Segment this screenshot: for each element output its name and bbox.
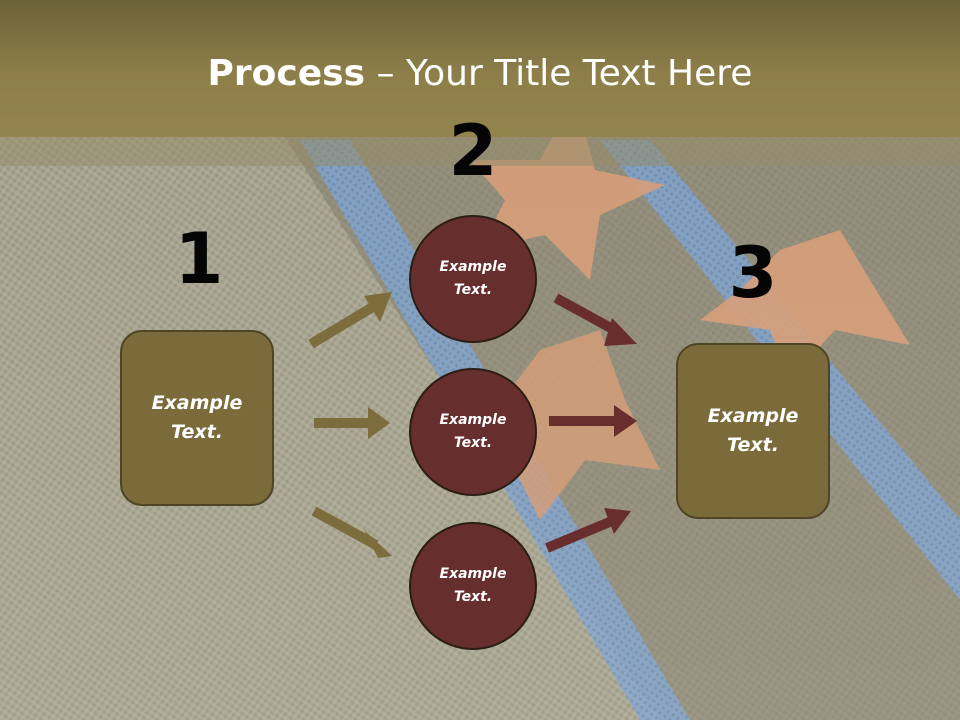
right-box-text: Example Text. — [707, 405, 799, 456]
top-process-circle: Example Text. — [409, 215, 537, 343]
top-circle-text: Example Text. — [439, 259, 507, 298]
step-number-2: 2 — [448, 110, 498, 192]
right-process-box: Example Text. — [676, 343, 830, 519]
title-strip — [0, 137, 960, 166]
middle-circle-text: Example Text. — [439, 412, 507, 451]
arrow-middle-to-right — [549, 405, 637, 437]
arrow-left-to-bottom — [311, 506, 392, 558]
bottom-process-circle: Example Text. — [409, 522, 537, 650]
left-process-box: Example Text. — [120, 330, 274, 506]
step-number-3: 3 — [728, 232, 778, 314]
title-bar — [0, 0, 960, 137]
arrow-left-to-middle — [314, 407, 390, 439]
step-number-1: 1 — [174, 218, 224, 300]
arrow-left-to-top — [308, 292, 392, 349]
slide-title: Process – Your Title Text Here — [0, 52, 960, 96]
arrow-bottom-to-right — [545, 508, 631, 553]
title-rest: – Your Title Text Here — [365, 53, 753, 94]
middle-process-circle: Example Text. — [409, 368, 537, 496]
title-bold: Process — [207, 53, 366, 94]
arrow-top-to-right — [553, 293, 637, 346]
left-box-text: Example Text. — [151, 392, 243, 443]
bottom-circle-text: Example Text. — [439, 566, 507, 605]
